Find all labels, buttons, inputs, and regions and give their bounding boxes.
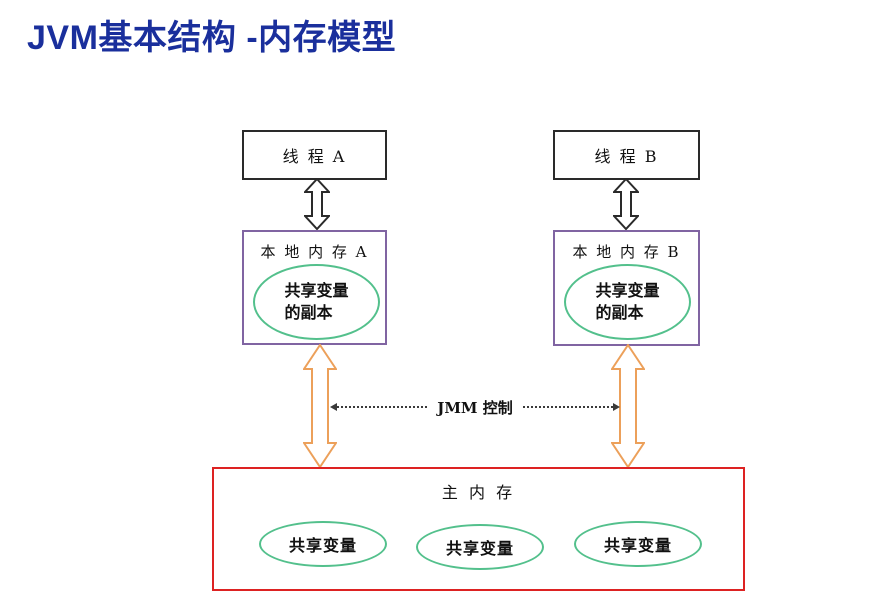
shared-variable-copy-ellipse: 共享变量 的副本: [564, 264, 691, 340]
jmm-control-connector: JMM 控制: [330, 398, 620, 417]
shared-variable-copy-ellipse: 共享变量 的副本: [253, 264, 380, 340]
main-memory-label: 主 内 存: [441, 483, 516, 502]
double-arrow-icon: [613, 178, 639, 230]
arrow-right-icon: [613, 403, 620, 411]
double-arrow-icon: [304, 178, 330, 230]
dotted-line: [522, 406, 613, 408]
local-memory-a-box: 本 地 内 存 A 共享变量 的副本: [242, 230, 387, 345]
shared-variable-copy-text: 共享变量 的副本: [595, 280, 660, 322]
jmm-control-label: JMM 控制: [437, 398, 513, 417]
local-memory-b-box: 本 地 内 存 B 共享变量 的副本: [553, 230, 700, 346]
thread-a-box: 线 程 A: [242, 130, 387, 180]
arrow-left-icon: [330, 403, 337, 411]
dotted-line: [337, 406, 428, 408]
page-title: JVM基本结构 -内存模型: [27, 19, 397, 57]
main-memory-box: 主 内 存 共享变量 共享变量 共享变量: [212, 467, 745, 591]
shared-variable-ellipse: 共享变量: [416, 524, 544, 570]
thread-b-box: 线 程 B: [553, 130, 700, 180]
local-memory-a-label: 本 地 内 存 A: [260, 243, 369, 261]
thread-b-label: 线 程 B: [594, 147, 659, 166]
local-memory-b-label: 本 地 内 存 B: [572, 243, 681, 261]
shared-variable-copy-text: 共享变量 的副本: [284, 280, 349, 322]
shared-variable-text: 共享变量: [603, 536, 672, 555]
shared-variable-ellipse: 共享变量: [574, 521, 702, 567]
thread-a-label: 线 程 A: [282, 147, 347, 166]
shared-variable-ellipse: 共享变量: [259, 521, 387, 567]
shared-variable-text: 共享变量: [445, 539, 514, 558]
shared-variable-text: 共享变量: [288, 536, 357, 555]
